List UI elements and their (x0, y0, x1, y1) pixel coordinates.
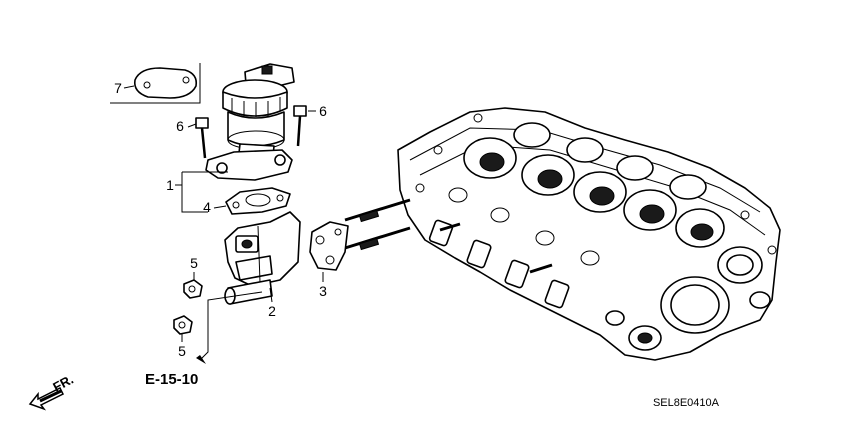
callout-2: 2 (268, 303, 276, 319)
callout-5-upper: 5 (190, 255, 198, 271)
callout-7: 7 (114, 80, 122, 96)
callout-6-left: 6 (176, 118, 184, 134)
egr-valve (205, 63, 295, 181)
callout-6-right: 6 (319, 103, 327, 119)
end-face (605, 246, 771, 351)
intake-ports (428, 187, 600, 309)
callout-5-lower: 5 (178, 343, 186, 359)
nut-5-lower (173, 315, 193, 335)
diagram-code: SEL8E0410A (653, 397, 720, 409)
front-direction-arrow: FR. (28, 372, 76, 411)
cam-journals (463, 122, 725, 248)
callout-1: 1 (166, 177, 174, 193)
bolt-6-left (195, 117, 209, 159)
callout-4: 4 (203, 199, 211, 215)
callout-3: 3 (319, 283, 327, 299)
reference-label: E-15-10 (145, 371, 198, 388)
mounting-studs (344, 198, 553, 274)
cylinder-head (397, 107, 781, 361)
gasket-3 (309, 221, 349, 271)
gasket (225, 187, 291, 215)
nut-5-upper (183, 279, 203, 299)
leader-lines (123, 85, 324, 364)
egr-pipe-adapter (224, 211, 301, 305)
bolt-6-right (293, 105, 307, 147)
cover-plate-inset (110, 63, 201, 104)
